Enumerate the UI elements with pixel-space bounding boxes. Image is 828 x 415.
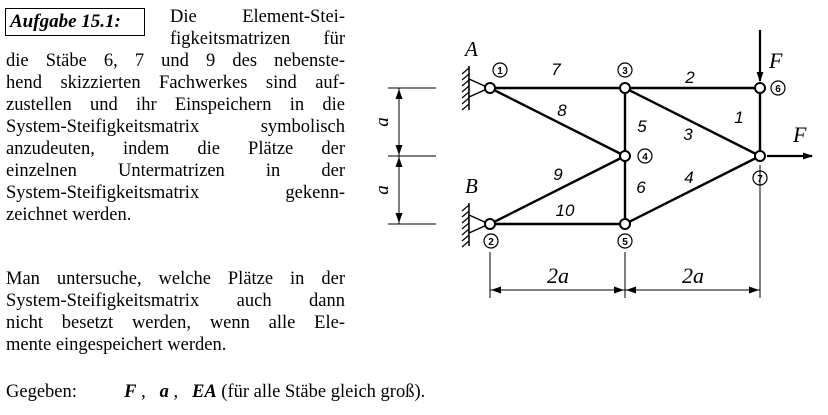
dim-horizontal-right: 2a (682, 263, 704, 288)
truss-members (489, 86, 762, 226)
member-label-4: 4 (684, 168, 693, 187)
force-label-right: F (792, 122, 807, 147)
member-label-1: 1 (734, 108, 743, 127)
joint-4 (619, 150, 631, 162)
dim-vertical-top: a (372, 117, 393, 127)
truss-diagram: 1 2 3 4 5 6 7 7 2 8 5 3 1 9 6 4 10 A B F… (372, 30, 813, 298)
joint-2 (484, 218, 496, 230)
node-label-5: 5 (622, 237, 628, 248)
member-8 (489, 86, 626, 158)
member-label-6: 6 (636, 178, 646, 197)
task-line: zustellen und ihr Einspeichern in die (6, 95, 345, 115)
member-3 (624, 86, 761, 158)
task-line: nicht besetzt werden, wenn alle Ele- (6, 313, 345, 333)
support-b (461, 203, 491, 248)
task-line: anzudeuten, indem die Plätze der (6, 139, 345, 159)
node-label-3: 3 (622, 66, 628, 77)
joint-5 (619, 218, 631, 230)
task-line: Die Element-Stei- (170, 7, 345, 27)
member-label-8: 8 (557, 101, 567, 120)
task-text-body: die Stäbe 6, 7 und 9 des nebenste- hend … (6, 50, 345, 226)
task-line: Man untersuche, welche Plätze in der (6, 269, 345, 289)
node-label-2: 2 (488, 237, 494, 248)
joint-7 (754, 150, 766, 162)
task-line: System-Steifigkeitsmatrix gekenn- (6, 183, 345, 203)
joint-6 (754, 82, 766, 94)
task-line: einzelnen Untermatrizen in der (6, 161, 345, 181)
given-symbol-a: a (159, 382, 169, 402)
given-note: (für alle Stäbe gleich groß). (221, 382, 426, 402)
task-line: mente eingespeichert werden. (6, 335, 227, 355)
task-text-second: Man untersuche, welche Plätze in der Sys… (6, 268, 345, 356)
joint-1 (484, 82, 496, 94)
support-label-a: A (463, 37, 478, 61)
member-label-3: 3 (683, 125, 693, 144)
task-line: hend skizzierten Fachwerkes sind auf- (6, 73, 345, 93)
dim-horizontal-left: 2a (547, 263, 569, 288)
member-4 (624, 154, 761, 226)
member-label-2: 2 (684, 68, 695, 87)
task-line: die Stäbe 6, 7 und 9 des nebenste- (6, 51, 345, 71)
member-label-5: 5 (637, 117, 647, 136)
task-text-first: Die Element-Stei- figkeitsmatrizen für (170, 6, 345, 50)
member-label-7: 7 (551, 60, 561, 79)
node-label-1: 1 (497, 66, 503, 77)
support-a (461, 66, 491, 111)
task-line: figkeitsmatrizen für (170, 29, 345, 49)
member-label-9: 9 (553, 165, 563, 184)
given-symbol-f: F (124, 382, 137, 402)
truss-joints (484, 82, 766, 230)
support-label-b: B (465, 174, 478, 198)
node-label-4: 4 (642, 152, 648, 163)
force-label-top: F (768, 48, 783, 73)
task-line: System-Steifigkeitsmatrix auch dann (6, 291, 345, 311)
joint-3 (619, 82, 631, 94)
node-label-6: 6 (775, 84, 781, 95)
dim-vertical-bottom: a (372, 185, 393, 195)
given-symbol-ea: EA (191, 382, 217, 402)
task-line: System-Steifigkeitsmatrix symbolisch (6, 117, 345, 137)
member-label-10: 10 (556, 201, 575, 220)
member-9 (489, 154, 626, 226)
task-line: zeichnet werden. (6, 205, 132, 225)
given-line: Gegeben: F , a , EA (für alle Stäbe glei… (6, 382, 426, 402)
given-label: Gegeben: (6, 382, 77, 402)
task-label: Aufgabe 15.1: (10, 11, 121, 32)
task-label-box: Aufgabe 15.1: (5, 8, 145, 36)
